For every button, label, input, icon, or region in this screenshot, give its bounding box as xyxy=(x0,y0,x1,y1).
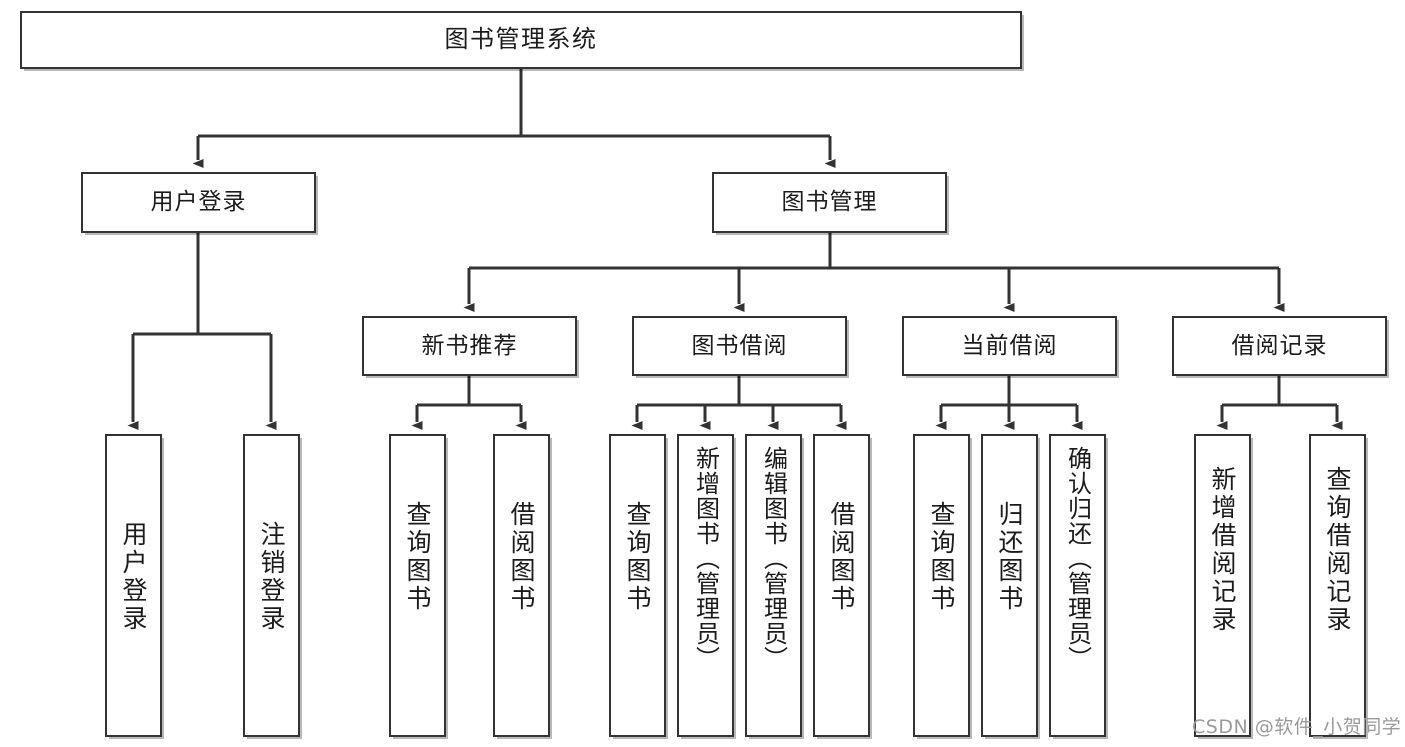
node-label: 新书推荐 xyxy=(421,332,518,359)
leaf-query-book-recommend[interactable]: 查询图书 xyxy=(389,434,446,737)
node-label: 新增图书（管理员） xyxy=(691,446,720,671)
node-user-login[interactable]: 用户登录 xyxy=(81,172,316,233)
leaf-user-login[interactable]: 用户登录 xyxy=(105,434,162,737)
watermark-text: CSDN @软件_小贺同学 xyxy=(1192,716,1402,738)
leaf-add-book[interactable]: 新增图书（管理员） xyxy=(677,434,734,737)
node-label: 查询图书 xyxy=(623,501,652,613)
node-book-borrow[interactable]: 图书借阅 xyxy=(632,316,847,376)
leaf-add-borrow-record[interactable]: 新增借阅记录 xyxy=(1194,434,1251,737)
node-label: 归还图书 xyxy=(995,501,1024,613)
leaf-edit-book[interactable]: 编辑图书（管理员） xyxy=(745,434,802,737)
node-label: 图书借阅 xyxy=(691,332,788,359)
leaf-logout-login[interactable]: 注销登录 xyxy=(243,434,300,737)
node-label: 查询图书 xyxy=(403,501,432,613)
leaf-confirm-return[interactable]: 确认归还（管理员） xyxy=(1049,434,1106,737)
node-label: 借阅图书 xyxy=(507,501,536,613)
node-label: 编辑图书（管理员） xyxy=(759,446,788,671)
node-label: 查询借阅记录 xyxy=(1323,466,1352,634)
node-label: 当前借阅 xyxy=(961,332,1058,359)
node-label: 图书管理系统 xyxy=(444,25,598,54)
node-book-management[interactable]: 图书管理 xyxy=(712,172,947,233)
leaf-return-book[interactable]: 归还图书 xyxy=(981,434,1038,737)
node-label: 查询图书 xyxy=(927,501,956,613)
leaf-borrow-book[interactable]: 借阅图书 xyxy=(813,434,870,737)
node-label: 借阅图书 xyxy=(827,501,856,613)
leaf-query-book-borrow[interactable]: 查询图书 xyxy=(609,434,666,737)
node-borrow-record[interactable]: 借阅记录 xyxy=(1172,316,1387,376)
node-label: 新增借阅记录 xyxy=(1208,466,1237,634)
node-root-system[interactable]: 图书管理系统 xyxy=(20,11,1022,69)
node-label: 注销登录 xyxy=(257,521,286,633)
node-label: 用户登录 xyxy=(119,521,148,633)
node-label: 图书管理 xyxy=(781,189,878,216)
node-current-borrow[interactable]: 当前借阅 xyxy=(902,316,1117,376)
leaf-query-book-current[interactable]: 查询图书 xyxy=(913,434,970,737)
node-label: 用户登录 xyxy=(150,189,247,216)
node-label: 确认归还（管理员） xyxy=(1063,446,1092,671)
leaf-borrow-book-recommend[interactable]: 借阅图书 xyxy=(493,434,550,737)
leaf-query-borrow-record[interactable]: 查询借阅记录 xyxy=(1309,434,1366,737)
node-label: 借阅记录 xyxy=(1231,332,1328,359)
node-new-book-recommend[interactable]: 新书推荐 xyxy=(362,316,577,376)
